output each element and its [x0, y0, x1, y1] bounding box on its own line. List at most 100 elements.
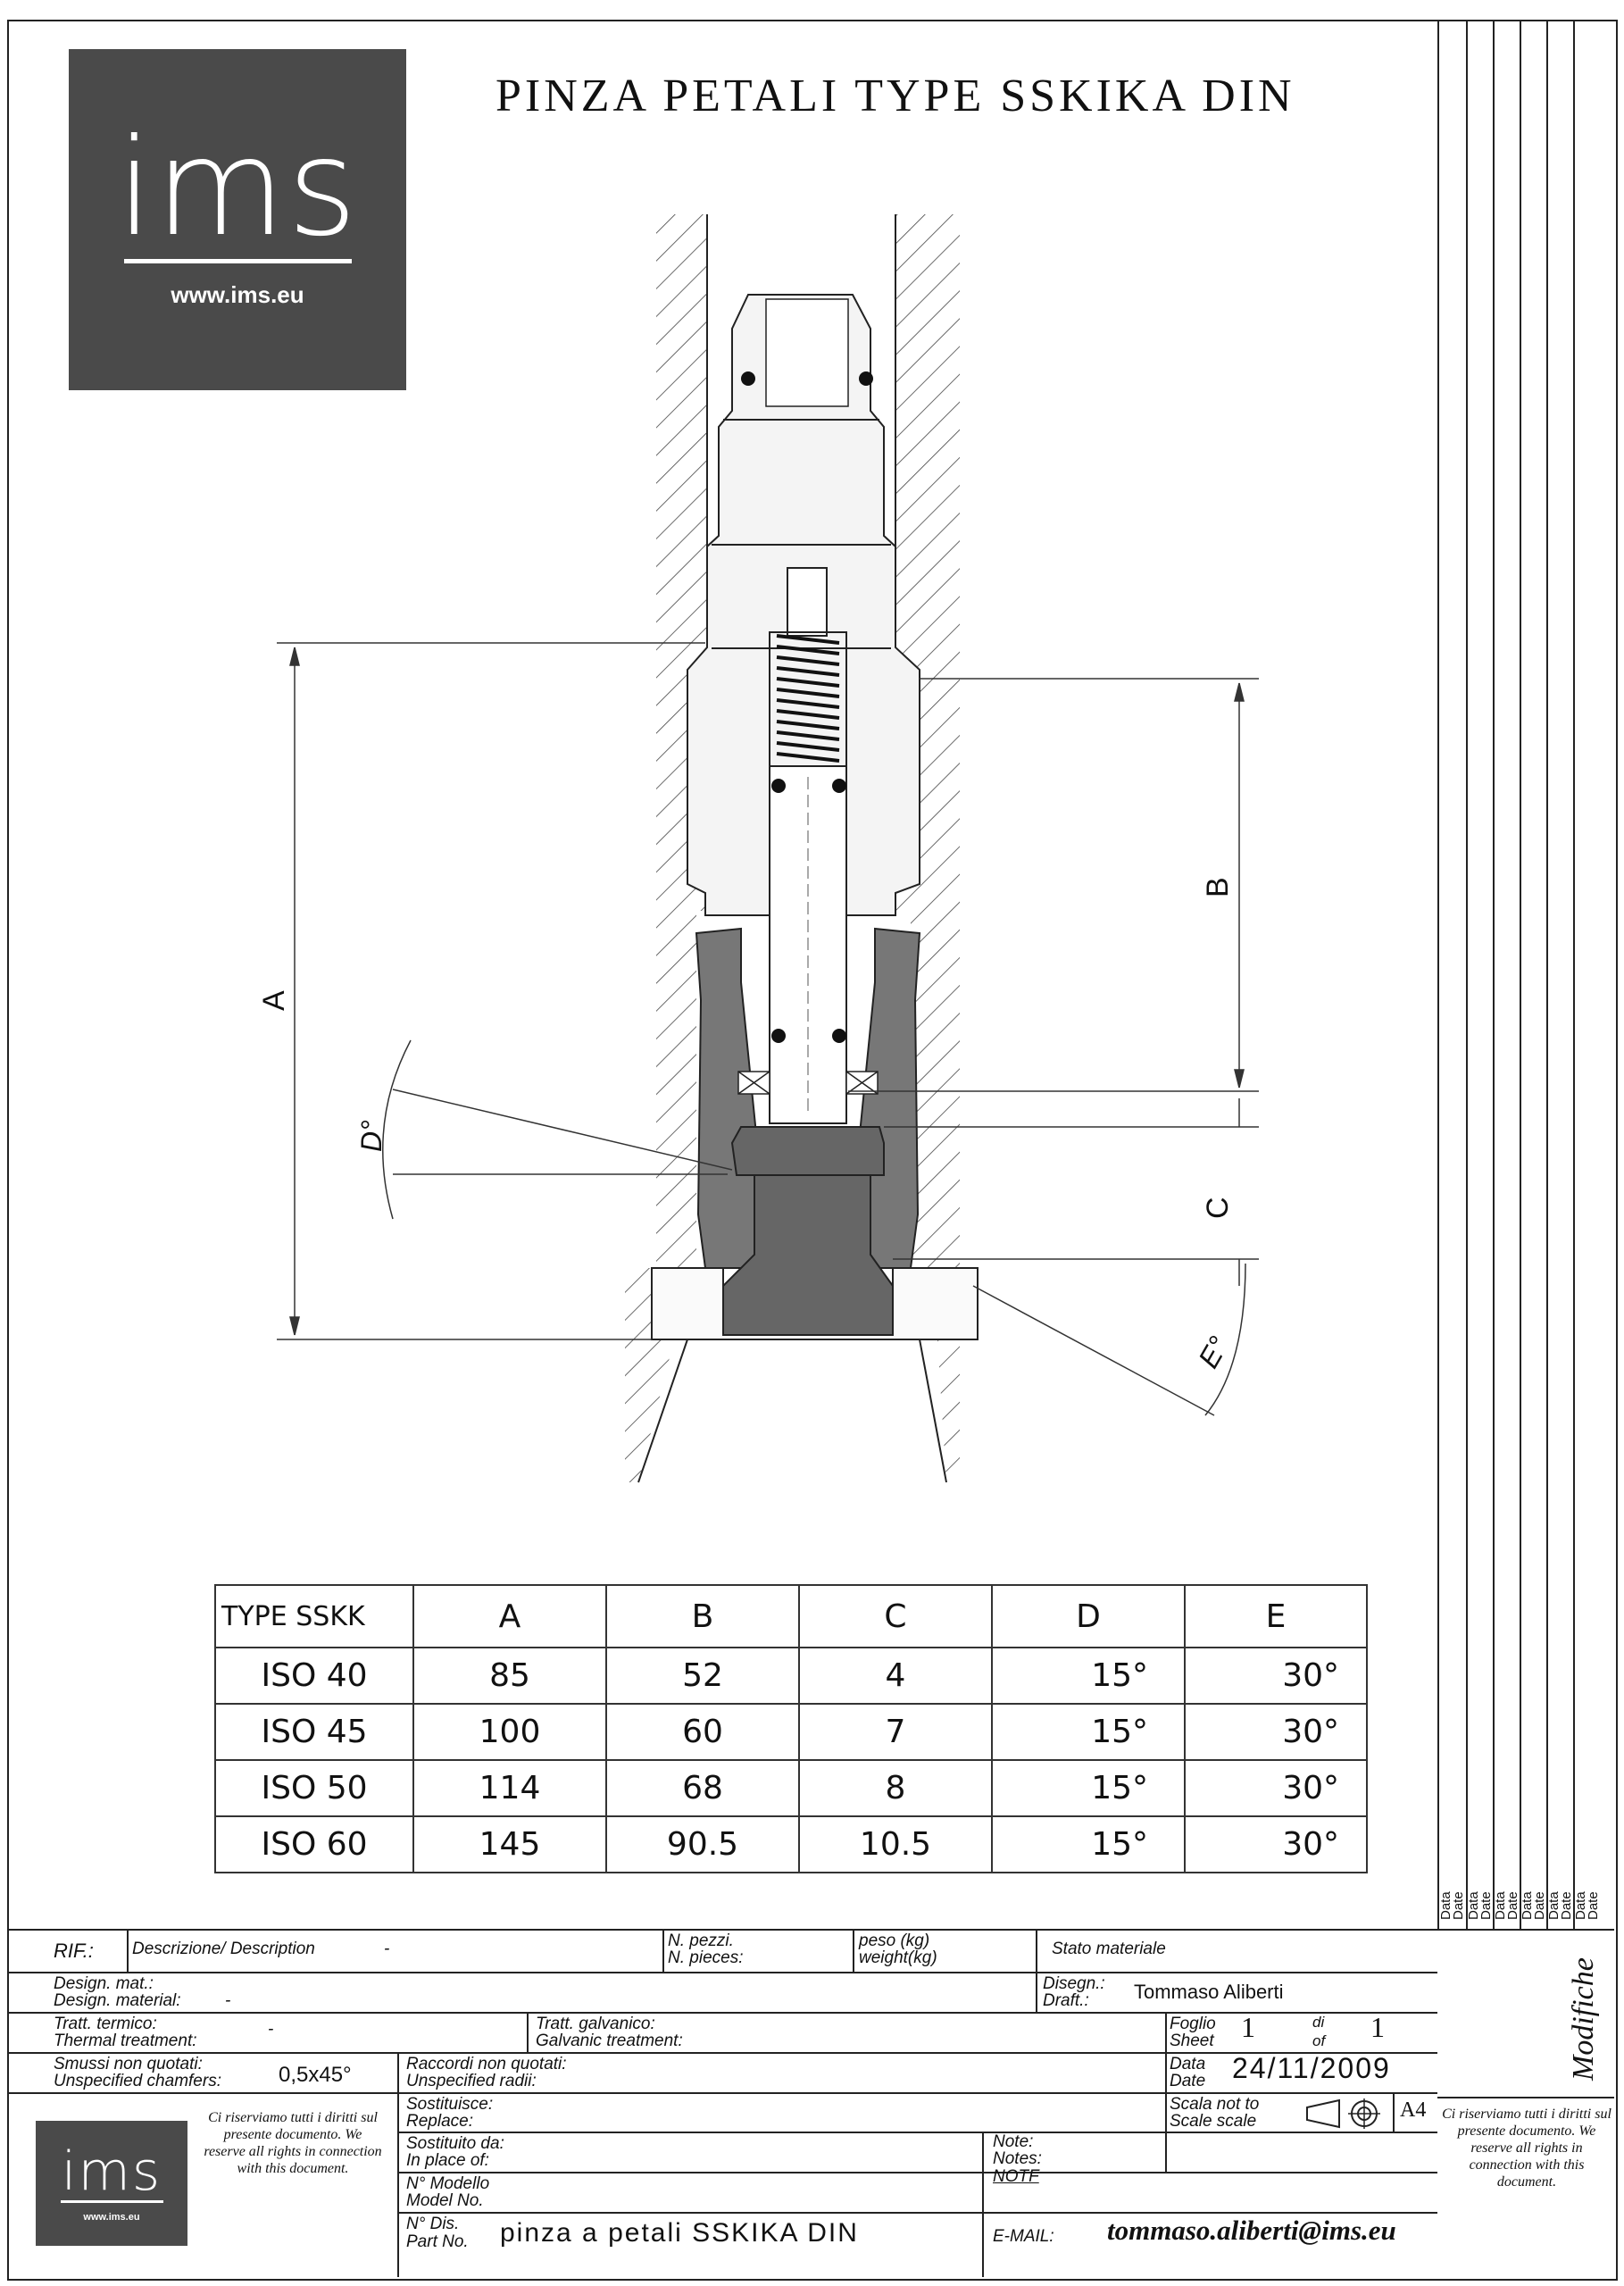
table-cell: ISO 45 — [214, 1703, 414, 1761]
logo-underline — [123, 259, 352, 263]
table-cell: ISO 40 — [214, 1647, 414, 1705]
weight-label: peso (kg) — [859, 1931, 930, 1950]
table-cell: 10.5 — [798, 1815, 993, 1873]
sheet-label: Foglio — [1170, 2015, 1216, 2033]
draft-value: Tommaso Aliberti — [1134, 1981, 1284, 2003]
chamfers-value: 0,5x45° — [279, 2063, 352, 2087]
in-place-label-en: In place of: — [406, 2151, 489, 2170]
table-cell: 7 — [798, 1703, 993, 1761]
ims-logo-small: ims www.ims.eu — [36, 2121, 187, 2246]
table-cell: 15° — [991, 1815, 1186, 1873]
draft-label-en: Draft.: — [1043, 1991, 1089, 2010]
email-label: E-MAIL: — [993, 2227, 1054, 2246]
table-cell: 15° — [991, 1647, 1186, 1705]
pieces-label-en: N. pieces: — [668, 1948, 744, 1967]
projection-symbol-icon — [1306, 2098, 1380, 2129]
table-cell: ISO 60 — [214, 1815, 414, 1873]
design-material-label: Design. material: — [54, 1991, 181, 2010]
pieces-label: N. pezzi. — [668, 1931, 734, 1950]
logo-text: ims — [116, 111, 359, 266]
table-cell: 30° — [1184, 1815, 1368, 1873]
galvanic-label: Tratt. galvanico: — [536, 2015, 655, 2033]
col-header: TYPE SSKK — [214, 1584, 414, 1648]
part-no-value: pinza a petali SSKIKA DIN — [500, 2218, 859, 2248]
radii-label-en: Unspecified radii: — [406, 2072, 537, 2090]
logo-url-small: www.ims.eu — [83, 2211, 140, 2223]
revision-date-label: Data Date — [1493, 1891, 1520, 1920]
chamfers-label-en: Unspecified chamfers: — [54, 2072, 221, 2090]
model-label: N° Modello — [406, 2174, 490, 2193]
drawing-title: PINZA PETALI TYPE SSKIKA DIN — [496, 71, 1295, 121]
table-row: ISO 45 100 60 7 15° 30° — [214, 1703, 1368, 1761]
rights-notice-right: Ci riserviamo tutti i diritti sul presen… — [1442, 2107, 1612, 2190]
table-cell: 30° — [1184, 1759, 1368, 1817]
email-value: tommaso.aliberti@ims.eu — [1107, 2215, 1396, 2246]
revision-date-label: Data Date — [1520, 1891, 1547, 1920]
angle-d — [382, 1039, 733, 1220]
collet-section-drawing — [277, 214, 1259, 1483]
table-row: ISO 40 85 52 4 15° 30° — [214, 1647, 1368, 1705]
dim-label-d: D° — [355, 1120, 387, 1152]
in-place-label: Sostituito da: — [406, 2134, 504, 2153]
logo-underline-small — [60, 2199, 163, 2203]
replace-label: Sostituisce: — [406, 2095, 494, 2114]
revision-date-label: Data Date — [1466, 1891, 1494, 1920]
dimension-table: TYPE SSKK A B C D E ISO 40 85 52 4 15° 3… — [214, 1584, 1368, 1873]
col-header: A — [412, 1584, 607, 1648]
table-cell: 4 — [798, 1647, 993, 1705]
table-cell: 30° — [1184, 1703, 1368, 1761]
clamp-head — [722, 1126, 894, 1336]
date-label-en: Date — [1170, 2072, 1206, 2090]
draft-label: Disegn.: — [1043, 1974, 1105, 1993]
part-no-label-en: Part No. — [406, 2232, 469, 2251]
table-cell: 68 — [605, 1759, 800, 1817]
description-label: Descrizione/ Description — [132, 1940, 315, 1958]
revision-date-label: Data Date — [1573, 1891, 1601, 1920]
table-cell: 114 — [412, 1759, 607, 1817]
date-label: Data — [1170, 2055, 1206, 2073]
of-value: 1 — [1370, 2011, 1385, 2043]
table-cell: 100 — [412, 1703, 607, 1761]
weight-label-en: weight(kg) — [859, 1948, 937, 1967]
thermal-label: Tratt. termico: — [54, 2015, 157, 2033]
spring — [776, 634, 840, 763]
description-value: - — [384, 1940, 390, 1958]
dimension-c — [884, 1098, 1259, 1286]
table-cell: 60 — [605, 1703, 800, 1761]
table-row: ISO 60 145 90.5 10.5 15° 30° — [214, 1815, 1368, 1873]
part-no-label: N° Dis. — [406, 2215, 460, 2233]
note-label: Note: — [993, 2132, 1034, 2151]
notf-label: NOTF — [993, 2167, 1039, 2186]
collet-petals — [695, 927, 921, 1269]
rights-notice-left: Ci riserviamo tutti i diritti sul presen… — [204, 2110, 382, 2176]
sheet-label-en: Sheet — [1170, 2032, 1214, 2050]
design-mat-label: Design. mat.: — [54, 1974, 154, 1993]
scale-label: Scala not to — [1170, 2095, 1260, 2114]
logo-url: www.ims.eu — [171, 281, 304, 308]
col-header: B — [605, 1584, 800, 1648]
table-cell: 15° — [991, 1703, 1186, 1761]
ims-logo: ims www.ims.eu — [69, 49, 406, 390]
table-header-row: TYPE SSKK A B C D E — [214, 1584, 1368, 1648]
table-cell: 30° — [1184, 1647, 1368, 1705]
dimension-b — [848, 678, 1259, 1092]
col-header: E — [1184, 1584, 1368, 1648]
rif-label: RIF.: — [54, 1940, 94, 1962]
galvanic-label-en: Galvanic treatment: — [536, 2032, 683, 2050]
sheet-value: 1 — [1241, 2011, 1255, 2043]
table-cell: 85 — [412, 1647, 607, 1705]
thermal-value: - — [268, 2020, 274, 2039]
material-state-label: Stato materiale — [1052, 1940, 1166, 1958]
thermal-label-en: Thermal treatment: — [54, 2032, 197, 2050]
chamfers-label: Smussi non quotati: — [54, 2055, 203, 2073]
model-label-en: Model No. — [406, 2191, 484, 2210]
notes-label: Notes: — [993, 2149, 1042, 2168]
table-cell: ISO 50 — [214, 1759, 414, 1817]
radii-label: Raccordi non quotati: — [406, 2055, 567, 2073]
revision-date-label: Data Date — [1438, 1891, 1466, 1920]
table-cell: 90.5 — [605, 1815, 800, 1873]
col-header: D — [991, 1584, 1186, 1648]
angle-e — [972, 1263, 1246, 1416]
table-cell: 52 — [605, 1647, 800, 1705]
drawing-border — [7, 20, 1618, 2281]
